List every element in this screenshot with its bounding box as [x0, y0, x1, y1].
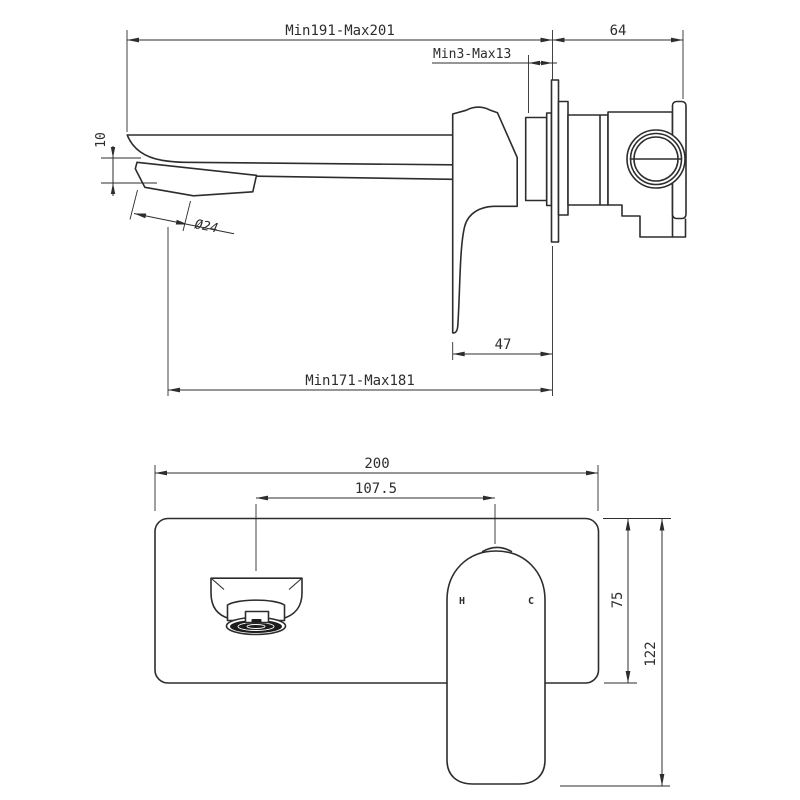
front-view: H C 200 107.5 75 122: [154, 456, 671, 787]
dimension-wall-adjustment: Min3-Max13: [432, 47, 557, 113]
dimension-leader: [187, 224, 235, 235]
dimension-outlet-reach: Min171-Max181: [167, 227, 553, 396]
handle-front: [446, 550, 546, 785]
dim-overall-height-label: 122: [643, 641, 659, 666]
dimension-tip-drop: 10: [94, 132, 157, 196]
dim-outlet-reach-label: Min171-Max181: [305, 373, 415, 389]
aerator-screen-ring: [246, 624, 266, 629]
dimension-plate-height: 75: [603, 518, 671, 684]
extension-line: [129, 189, 138, 220]
arrowhead: [110, 147, 116, 158]
dimension-aerator-diameter: Ø24: [129, 189, 235, 237]
dim-body-depth-label: 64: [610, 23, 627, 39]
cold-label: C: [528, 596, 534, 607]
valve-body-rear-step: [672, 218, 687, 238]
dim-plate-width-label: 200: [364, 456, 389, 472]
wall-plate-side: [550, 79, 560, 243]
extension-line: [182, 200, 191, 232]
dimension-body-depth: 64: [552, 23, 684, 99]
plate-back-flange: [557, 100, 569, 216]
side-view: Min191-Max201 64 Min3-Max13 10: [94, 23, 687, 396]
dim-wall-adjustment-label: Min3-Max13: [433, 47, 511, 62]
spout-underside-curve: [126, 134, 453, 166]
dim-spout-reach-label: Min191-Max201: [285, 23, 395, 39]
dimension-spout-handle-spacing: 107.5: [255, 481, 496, 571]
dimension-plate-width: 200: [154, 456, 599, 511]
aerator-screen: [230, 620, 282, 633]
arrowhead: [541, 60, 553, 66]
dimension-handle-clearance: 47: [452, 337, 553, 360]
valve-sleeve-front: [524, 116, 548, 202]
dimension-line: [133, 213, 189, 225]
valve-neck: [567, 114, 609, 206]
spout-bottom-edge: [256, 175, 453, 181]
spout-corner-line: [288, 578, 302, 590]
escutcheon-and-lever: [451, 106, 518, 334]
handle-top-cap: [481, 546, 513, 553]
dim-spout-handle-spacing-label: 107.5: [355, 481, 397, 497]
spout-collar: [226, 599, 286, 622]
aerator-housing-side: [134, 161, 258, 197]
arrowhead: [110, 183, 116, 194]
aerator-nozzle-slot: [251, 619, 262, 623]
dimension-overall-height: 122: [560, 518, 670, 787]
dim-handle-clearance-label: 47: [495, 337, 512, 353]
dim-aerator-diameter-label: Ø24: [193, 217, 219, 236]
spout-corner-line: [211, 578, 225, 590]
hot-label: H: [459, 596, 465, 607]
arrowhead: [528, 60, 540, 66]
dim-plate-height-label: 75: [610, 592, 626, 609]
dim-tip-drop-label: 10: [94, 132, 109, 148]
inlet-port-ring: [629, 132, 683, 186]
dimension-spout-reach: Min191-Max201: [126, 23, 553, 132]
